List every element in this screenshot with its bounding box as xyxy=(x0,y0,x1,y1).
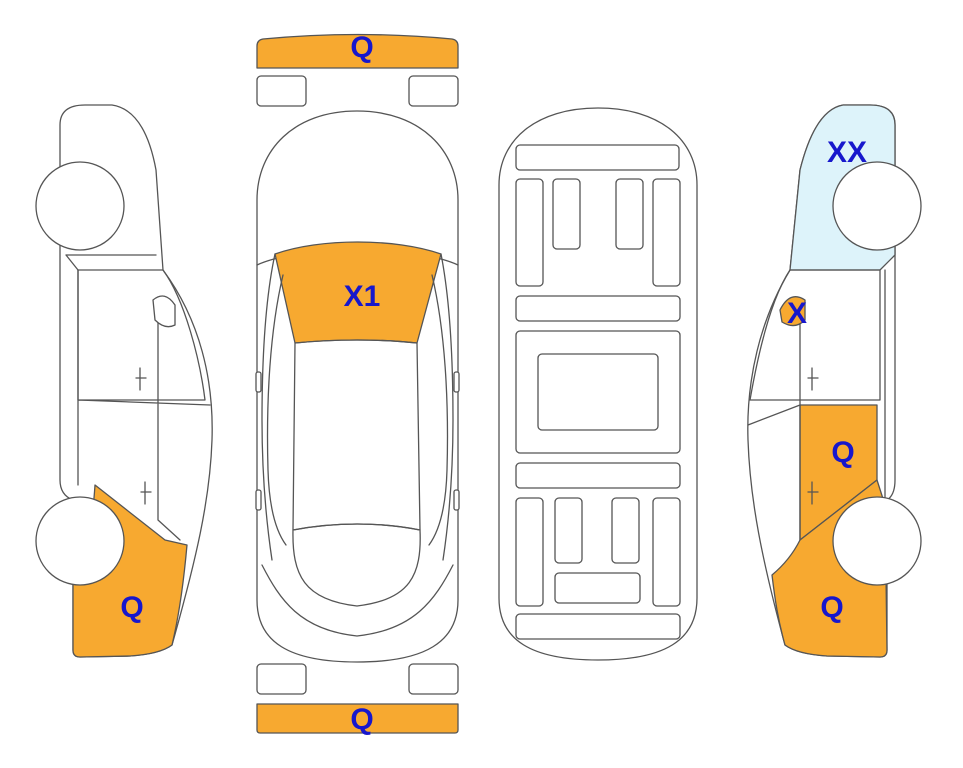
car-right-side-view xyxy=(747,104,922,658)
front-right-headlight xyxy=(408,75,459,107)
car-top-view xyxy=(255,110,460,663)
trunk-line xyxy=(261,564,454,637)
rear-right-taillight xyxy=(408,663,459,695)
left-roof-line xyxy=(65,254,157,271)
underside-crossmember-1 xyxy=(515,295,681,322)
left-door-line xyxy=(77,269,211,541)
underside-rear-left-block xyxy=(554,497,583,564)
top-view-body xyxy=(256,110,459,663)
left-window-line xyxy=(77,269,206,401)
label-right-front-fender: XX xyxy=(827,136,867,169)
right-front-wheel xyxy=(832,161,922,251)
label-right-rear-quarter: Q xyxy=(820,591,843,624)
left-rear-wheel xyxy=(35,496,125,586)
right-mirror-top xyxy=(453,371,460,393)
right-handle-top xyxy=(453,489,460,511)
right-a-pillar xyxy=(440,253,454,561)
right-front-handle xyxy=(807,367,819,391)
underside-front-bar xyxy=(515,144,680,171)
label-front-bumper: Q xyxy=(350,31,373,64)
front-left-headlight xyxy=(256,75,307,107)
label-left-rear-quarter: Q xyxy=(120,591,143,624)
rear-left-taillight xyxy=(256,663,307,695)
right-mirror xyxy=(779,296,806,327)
label-rear-bumper: Q xyxy=(350,703,373,736)
front-bumper-panel xyxy=(256,33,459,69)
label-right-mirror: X xyxy=(787,297,807,330)
underside-front-left-rail xyxy=(515,178,544,287)
left-handle-top xyxy=(255,489,262,511)
right-rear-wheel xyxy=(832,496,922,586)
left-mirror-top xyxy=(255,371,262,393)
left-inner-door-line xyxy=(266,274,287,546)
right-door-line xyxy=(747,269,886,541)
car-underside-view xyxy=(498,107,698,661)
left-a-pillar xyxy=(261,253,276,561)
underside-rear-right-rail xyxy=(652,497,681,607)
underside-rear-right-block xyxy=(611,497,640,564)
rear-bumper-panel xyxy=(256,703,459,734)
left-mirror xyxy=(152,295,176,328)
underside-rear-tank xyxy=(554,572,641,604)
label-right-rear-door: Q xyxy=(831,436,854,469)
left-rear-handle xyxy=(140,481,152,505)
underside-front-right-block xyxy=(615,178,644,250)
underside-front-right-rail xyxy=(652,178,681,287)
rear-window xyxy=(292,523,421,607)
label-windshield: X1 xyxy=(344,280,381,313)
right-window-line xyxy=(749,269,881,401)
car-left-side-view xyxy=(35,104,213,658)
underside-crossmember-2 xyxy=(515,462,681,489)
underside-front-left-block xyxy=(552,178,581,250)
underside-rear-bar xyxy=(515,613,681,640)
left-front-handle xyxy=(135,367,147,391)
right-rear-handle xyxy=(807,481,819,505)
underside-center-panel xyxy=(537,353,659,431)
left-front-wheel xyxy=(35,161,125,251)
right-inner-door-line xyxy=(428,274,449,546)
underside-rear-left-rail xyxy=(515,497,544,607)
